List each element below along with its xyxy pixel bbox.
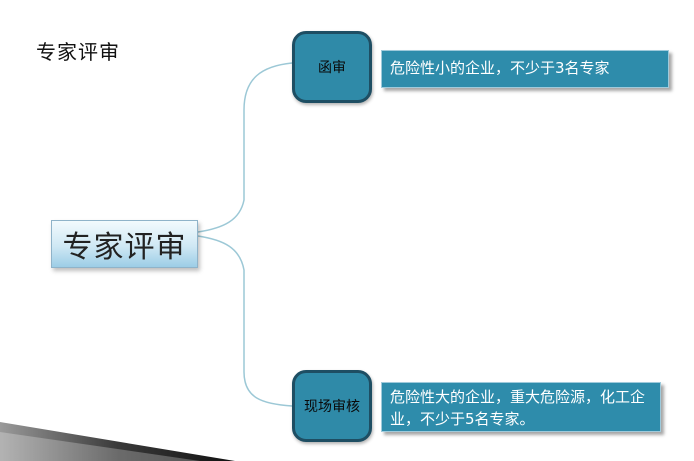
detail-box-letter-review: 危险性小的企业，不少于3名专家 [381, 50, 669, 88]
detail-box-onsite-review: 危险性大的企业，重大危险源，化工企业，不少于5名专家。 [381, 382, 661, 432]
root-node: 专家评审 [51, 220, 198, 268]
branch-node-label: 函审 [318, 60, 346, 76]
slide-title: 专家评审 [36, 40, 120, 64]
branch-node-letter-review: 函审 [292, 31, 372, 103]
branch-node-onsite-review: 现场审核 [292, 370, 372, 442]
connector-root-to-letter-review [197, 62, 293, 233]
branch-node-label: 现场审核 [304, 399, 360, 415]
root-node-label: 专家评审 [62, 230, 187, 265]
connector-root-to-onsite-review [197, 235, 293, 407]
